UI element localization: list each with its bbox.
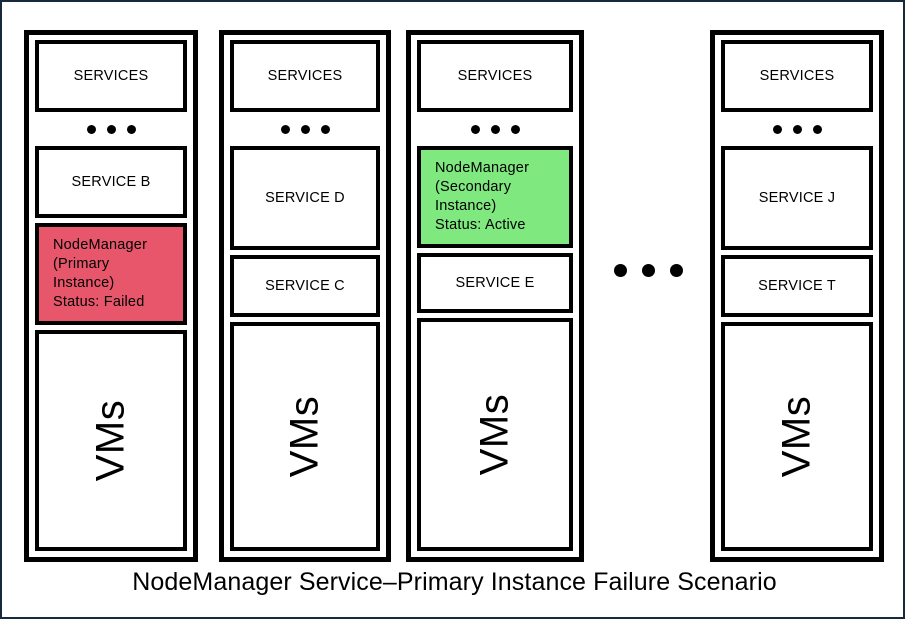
rack-column-3: SERVICES NodeManager (Secondary Instance… xyxy=(406,30,584,562)
nodemanager-line-2: (Primary xyxy=(53,255,110,272)
nodemanager-line-1: NodeManager xyxy=(53,237,148,253)
rack-column-1: SERVICES SERVICE B NodeManager (Primary … xyxy=(24,30,198,562)
vms-label: VMs xyxy=(282,395,327,478)
ellipsis-dot xyxy=(642,264,655,277)
rack-area: SERVICES SERVICE B NodeManager (Primary … xyxy=(2,2,903,567)
nodemanager-status-line: Status: Failed xyxy=(53,293,145,310)
nodemanager-line-3: Instance) xyxy=(53,274,115,291)
ellipsis-dot xyxy=(86,124,96,134)
vms-box-rack-3: VMs xyxy=(417,318,573,551)
ellipsis-dot xyxy=(470,124,480,134)
services-box-rack-1: SERVICES xyxy=(35,40,187,112)
rack-column-2: SERVICES SERVICE D SERVICE C VMs xyxy=(219,30,391,562)
ellipsis-dot xyxy=(490,124,500,134)
nodemanager-primary-failed-box: NodeManager (Primary Instance) Status: F… xyxy=(35,223,187,325)
ellipsis-dot xyxy=(126,124,136,134)
service-box-label: SERVICE T xyxy=(758,278,836,294)
horizontal-ellipsis-between-racks xyxy=(614,264,683,277)
service-box-j: SERVICE J xyxy=(721,146,873,250)
services-box-label: SERVICES xyxy=(759,68,835,84)
service-box-d: SERVICE D xyxy=(230,146,380,250)
service-box-label: SERVICE B xyxy=(71,174,151,190)
vertical-ellipsis-rack-3 xyxy=(417,112,573,146)
nodemanager-line-3: Instance) xyxy=(435,197,497,214)
nodemanager-secondary-active-box: NodeManager (Secondary Instance) Status:… xyxy=(417,146,573,248)
ellipsis-dot xyxy=(106,124,116,134)
vms-box-rack-1: VMs xyxy=(35,330,187,551)
services-box-rack-2: SERVICES xyxy=(230,40,380,112)
nodemanager-line-2: (Secondary xyxy=(435,178,512,195)
service-box-c: SERVICE C xyxy=(230,255,380,317)
services-box-label: SERVICES xyxy=(267,68,343,84)
ellipsis-dot xyxy=(614,264,627,277)
services-box-label: SERVICES xyxy=(73,68,149,84)
ellipsis-dot xyxy=(812,124,822,134)
service-box-label: SERVICE J xyxy=(758,190,836,206)
nodemanager-line-1: NodeManager xyxy=(435,160,530,176)
vms-box-rack-2: VMs xyxy=(230,322,380,551)
service-box-t: SERVICE T xyxy=(721,255,873,317)
vertical-ellipsis-rack-2 xyxy=(230,112,380,146)
ellipsis-dot xyxy=(510,124,520,134)
vms-label: VMs xyxy=(472,393,517,476)
vms-label: VMs xyxy=(774,395,819,478)
vms-box-rack-4: VMs xyxy=(721,322,873,551)
ellipsis-dot xyxy=(320,124,330,134)
ellipsis-dot xyxy=(300,124,310,134)
services-box-label: SERVICES xyxy=(457,68,533,84)
service-box-label: SERVICE E xyxy=(455,275,535,291)
rack-column-4: SERVICES SERVICE J SERVICE T VMs xyxy=(710,30,884,562)
services-box-rack-3: SERVICES xyxy=(417,40,573,112)
service-box-b: SERVICE B xyxy=(35,146,187,218)
vertical-ellipsis-rack-1 xyxy=(35,112,187,146)
ellipsis-dot xyxy=(670,264,683,277)
nodemanager-status-line: Status: Active xyxy=(435,216,526,233)
ellipsis-dot xyxy=(792,124,802,134)
ellipsis-dot xyxy=(772,124,782,134)
services-box-rack-4: SERVICES xyxy=(721,40,873,112)
service-box-e: SERVICE E xyxy=(417,253,573,313)
vms-label: VMs xyxy=(88,399,133,482)
service-box-label: SERVICE D xyxy=(265,190,345,206)
vertical-ellipsis-rack-4 xyxy=(721,112,873,146)
figure-caption: NodeManager Service–Primary Instance Fai… xyxy=(132,568,777,596)
service-box-label: SERVICE C xyxy=(265,278,345,294)
ellipsis-dot xyxy=(280,124,290,134)
